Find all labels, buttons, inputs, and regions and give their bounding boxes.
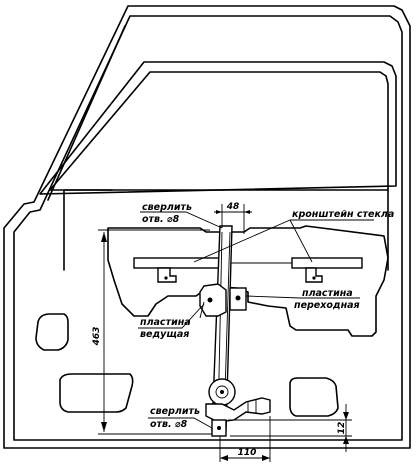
dimension-height <box>98 229 212 435</box>
dimension-top-width <box>214 204 252 234</box>
drive-plate-label-line2: ведущая <box>140 329 189 340</box>
drive-plate-label-line1: пластина <box>140 317 191 328</box>
dimension-bottom-offset-value: 12 <box>337 422 347 435</box>
door-openings <box>35 313 339 417</box>
leader-lines <box>138 211 374 429</box>
glass-bracket-left <box>157 267 177 283</box>
drill-bottom-label-line1: сверлить <box>150 406 200 417</box>
adapter-plate-label-line2: переходная <box>294 300 360 311</box>
dimension-bottom-width <box>219 416 271 462</box>
adapter-plate-label-line1: пластина <box>302 288 353 299</box>
window-frame <box>39 61 397 271</box>
dimension-bottom-width-value: 110 <box>238 448 257 458</box>
dimension-top-width-value: 48 <box>226 202 240 212</box>
drive-plate <box>199 283 247 319</box>
inner-panel <box>107 225 389 337</box>
drill-top-label-line2: отв. ⌀8 <box>142 214 180 225</box>
dimension-height-value: 463 <box>92 327 102 347</box>
regulator-motor <box>205 378 271 437</box>
glass-bracket-label: кронштейн стекла <box>292 209 394 220</box>
door-outline <box>3 5 411 449</box>
dimension-bottom-offset <box>228 404 352 452</box>
drill-top-label-line1: сверлить <box>142 202 192 213</box>
drill-bottom-label-line2: отв. ⌀8 <box>150 419 188 430</box>
glass-bracket-right <box>305 267 323 283</box>
glass-channel <box>133 257 363 269</box>
